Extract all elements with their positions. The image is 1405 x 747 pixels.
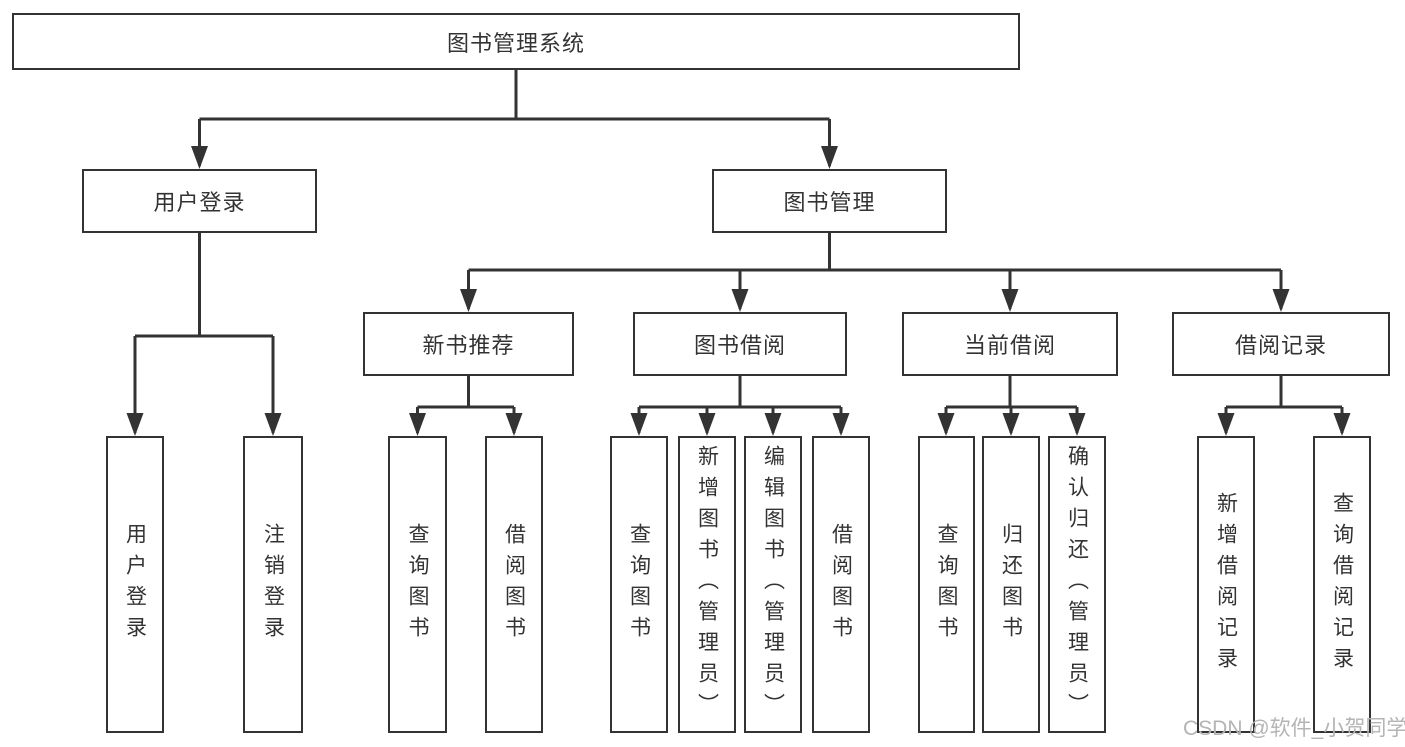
arrowheads bbox=[126, 146, 1351, 436]
node-book-mgmt-label: 图书管理 bbox=[783, 190, 876, 215]
leaf-user-login: 用户登录 bbox=[106, 436, 164, 733]
leaf-br-add-record: 新增借阅记录 bbox=[1197, 436, 1255, 733]
edges-new-book-rec bbox=[416, 376, 516, 433]
node-root: 图书管理系统 bbox=[12, 13, 1020, 70]
edges-book-borrow bbox=[637, 376, 843, 433]
leaf-cb-query-book: 查询图书 bbox=[918, 436, 975, 733]
node-book-mgmt: 图书管理 bbox=[712, 169, 947, 233]
node-current-borrow: 当前借阅 bbox=[902, 312, 1118, 376]
leaf-br-query-record: 查询借阅记录 bbox=[1313, 436, 1371, 733]
edges-root bbox=[198, 70, 831, 166]
leaf-rec-borrow-book: 借阅图书 bbox=[485, 436, 543, 733]
edges-user-login bbox=[133, 233, 275, 433]
leaf-user-login-label: 用户登录 bbox=[123, 522, 147, 647]
leaf-bb-query-book-label: 查询图书 bbox=[627, 522, 651, 647]
leaf-logout-label: 注销登录 bbox=[261, 522, 285, 647]
watermark: CSDN @软件_小贺同学 bbox=[1183, 717, 1405, 740]
leaf-bb-query-book: 查询图书 bbox=[610, 436, 668, 733]
node-book-borrow-label: 图书借阅 bbox=[693, 333, 786, 358]
node-new-book-rec-label: 新书推荐 bbox=[422, 333, 515, 358]
node-new-book-rec: 新书推荐 bbox=[363, 312, 574, 376]
leaf-bb-borrow-book: 借阅图书 bbox=[812, 436, 870, 733]
leaf-cb-confirm-return-label: 确认归还（管理员） bbox=[1065, 445, 1089, 724]
leaf-bb-edit-book: 编辑图书（管理员） bbox=[744, 436, 802, 733]
edges-book-mgmt bbox=[467, 233, 1283, 309]
node-current-borrow-label: 当前借阅 bbox=[963, 333, 1056, 358]
leaf-bb-add-book-label: 新增图书（管理员） bbox=[695, 445, 719, 724]
node-user-login-label: 用户登录 bbox=[153, 190, 246, 215]
leaf-cb-return-book-label: 归还图书 bbox=[999, 522, 1023, 647]
leaf-cb-return-book: 归还图书 bbox=[982, 436, 1040, 733]
leaf-bb-borrow-book-label: 借阅图书 bbox=[829, 522, 853, 647]
leaf-rec-borrow-book-label: 借阅图书 bbox=[502, 522, 526, 647]
node-root-label: 图书管理系统 bbox=[446, 30, 585, 56]
leaf-cb-confirm-return: 确认归还（管理员） bbox=[1048, 436, 1106, 733]
leaf-bb-add-book: 新增图书（管理员） bbox=[678, 436, 736, 733]
leaf-cb-query-book-label: 查询图书 bbox=[935, 522, 958, 647]
node-user-login: 用户登录 bbox=[82, 169, 317, 233]
leaf-rec-query-book-label: 查询图书 bbox=[406, 522, 429, 647]
node-borrow-records-label: 借阅记录 bbox=[1234, 333, 1327, 358]
leaf-logout: 注销登录 bbox=[243, 436, 303, 733]
leaf-bb-edit-book-label: 编辑图书（管理员） bbox=[761, 445, 785, 724]
leaf-rec-query-book: 查询图书 bbox=[388, 436, 447, 733]
leaf-br-query-record-label: 查询借阅记录 bbox=[1330, 491, 1354, 678]
node-book-borrow: 图书借阅 bbox=[633, 312, 847, 376]
leaf-br-add-record-label: 新增借阅记录 bbox=[1214, 491, 1238, 678]
edge-lines bbox=[133, 70, 1344, 433]
edges-borrow-records bbox=[1224, 376, 1344, 433]
node-borrow-records: 借阅记录 bbox=[1172, 312, 1390, 376]
